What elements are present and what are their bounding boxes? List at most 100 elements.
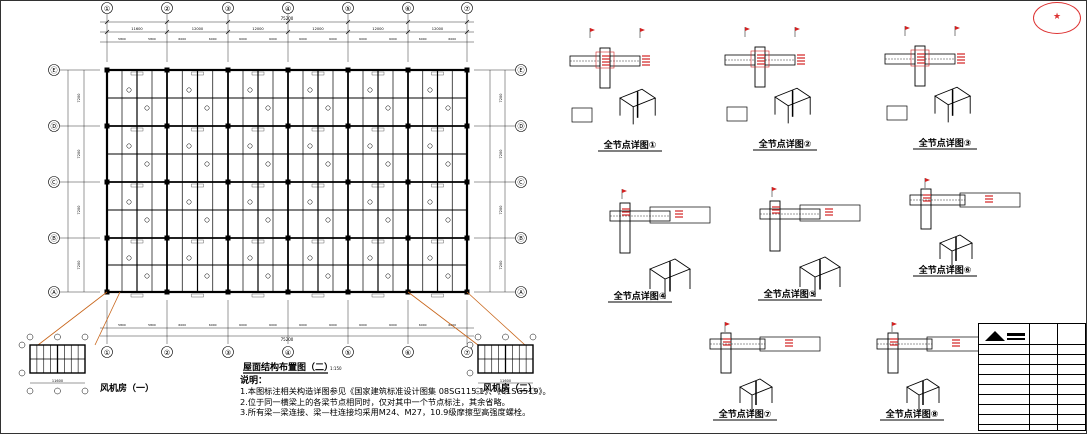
axis-bubble-bottom bbox=[461, 346, 473, 358]
dim-sub-top: 5800 bbox=[118, 37, 126, 41]
axis-number-bottom: ⑦ bbox=[464, 349, 470, 357]
detail-callout bbox=[247, 255, 253, 261]
dim-sub-top: 6000 bbox=[419, 37, 427, 41]
axis-bubble-bottom bbox=[342, 346, 354, 358]
detail-callout bbox=[204, 105, 210, 111]
fan-axis-bubble bbox=[54, 333, 61, 341]
detail-callout bbox=[144, 217, 150, 223]
axis-bubble-right bbox=[515, 64, 527, 76]
fan-room-width: 11600 bbox=[52, 379, 63, 383]
reference-leader bbox=[407, 291, 479, 346]
fan-axis-bubble bbox=[81, 387, 89, 395]
axis-bubble-bottom bbox=[222, 346, 234, 358]
weld-flag-icon bbox=[925, 178, 930, 182]
detail-callout bbox=[265, 161, 271, 167]
axis-letter-left: Ⓔ bbox=[51, 67, 58, 75]
column-marker bbox=[285, 123, 291, 129]
detail-callout bbox=[367, 143, 373, 149]
fan-axis-bubble bbox=[54, 387, 61, 395]
detail-callout bbox=[126, 199, 132, 205]
beam-tag bbox=[130, 127, 144, 132]
fan-axis-bubble bbox=[529, 333, 537, 341]
detail-callout bbox=[427, 143, 433, 149]
column-marker bbox=[225, 179, 231, 185]
axis-number-top: ⑤ bbox=[345, 5, 351, 13]
beam-tag bbox=[311, 239, 325, 244]
dim-tick bbox=[464, 19, 470, 25]
axis-letter-right: Ⓒ bbox=[518, 179, 525, 187]
company-logo-icon bbox=[985, 331, 1025, 341]
dim-row-right: 7200 bbox=[499, 206, 503, 215]
detail-callout bbox=[126, 87, 132, 93]
axis-bubble-right bbox=[515, 232, 527, 244]
notes-heading: 说明： bbox=[240, 376, 268, 386]
detail-title: 全节点详图⑤ bbox=[763, 288, 817, 300]
weld-flag-icon bbox=[725, 322, 730, 326]
dim-sub-bottom: 6000 bbox=[329, 323, 337, 327]
weld-flag-icon bbox=[622, 189, 627, 193]
note-item-3: 3.所有梁—梁连接、梁—柱连接均采用M24、M27，10.9级摩擦型高强度螺栓。 bbox=[240, 407, 531, 418]
detail-callout bbox=[427, 87, 433, 93]
dim-tick bbox=[405, 19, 411, 25]
beam-tag bbox=[371, 127, 385, 132]
beam-tag bbox=[371, 71, 385, 76]
column-marker bbox=[345, 123, 351, 129]
column-marker bbox=[164, 179, 170, 185]
connection-plate bbox=[595, 51, 615, 69]
column-marker bbox=[464, 179, 470, 185]
beam-tag bbox=[191, 293, 204, 298]
detail-callout bbox=[265, 217, 271, 223]
detail-callout bbox=[204, 273, 210, 279]
dim-row-left: 7200 bbox=[77, 94, 81, 103]
axis-number-top: ④ bbox=[285, 5, 291, 13]
detail-callout bbox=[445, 161, 451, 167]
dim-bay-top: 12000 bbox=[432, 27, 444, 31]
column-marker bbox=[285, 67, 291, 73]
side-view-beam bbox=[799, 204, 861, 222]
dim-tick bbox=[285, 19, 291, 25]
beam-tag bbox=[371, 293, 385, 298]
column-elevation bbox=[920, 188, 932, 230]
axis-letter-right: Ⓔ bbox=[518, 67, 525, 75]
beam-tag bbox=[191, 183, 204, 188]
dim-row-right: 7200 bbox=[499, 94, 503, 103]
beam-tag bbox=[371, 183, 385, 188]
column-marker bbox=[345, 179, 351, 185]
fan-axis-bubble bbox=[474, 387, 482, 395]
axis-bubble-bottom bbox=[282, 346, 294, 358]
axis-letter-right: Ⓓ bbox=[518, 123, 525, 131]
detail-callout bbox=[265, 105, 271, 111]
detail-title: 全节点详图⑧ bbox=[885, 408, 939, 420]
beam-tag bbox=[371, 239, 385, 244]
axis-letter-right: Ⓑ bbox=[518, 235, 525, 243]
beam-tag bbox=[311, 183, 325, 188]
side-view-beam bbox=[759, 336, 821, 352]
column-marker bbox=[345, 235, 351, 241]
detail-callout bbox=[144, 161, 150, 167]
axis-bubble-top bbox=[161, 2, 173, 14]
column-marker bbox=[464, 123, 470, 129]
dim-sub-bottom: 6000 bbox=[359, 323, 367, 327]
dim-sub-top: 6000 bbox=[299, 37, 307, 41]
dim-total-width-bottom: 75200 bbox=[281, 337, 294, 342]
detail-callout bbox=[367, 255, 373, 261]
dim-row-left: 7200 bbox=[77, 150, 81, 159]
plan-scale: 1:150 bbox=[330, 366, 342, 371]
axis-bubble-left bbox=[48, 64, 60, 76]
axis-number-bottom: ① bbox=[104, 349, 110, 357]
fan-axis-bubble bbox=[502, 333, 509, 341]
axis-bubble-left bbox=[48, 232, 60, 244]
detail-callout bbox=[385, 161, 391, 167]
weld-flag-icon bbox=[772, 187, 777, 191]
detail-callout bbox=[307, 199, 313, 205]
fan-axis-bubble bbox=[18, 341, 26, 349]
axis-number-top: ⑦ bbox=[464, 5, 470, 13]
column-marker bbox=[285, 179, 291, 185]
dim-sub-top: 6000 bbox=[178, 37, 186, 41]
axis-number-top: ① bbox=[104, 5, 110, 13]
dim-sub-top: 6000 bbox=[359, 37, 367, 41]
axis-bubble-bottom bbox=[161, 346, 173, 358]
dim-sub-bottom: 6000 bbox=[239, 323, 247, 327]
detail-callout bbox=[307, 255, 313, 261]
column-marker bbox=[225, 67, 231, 73]
